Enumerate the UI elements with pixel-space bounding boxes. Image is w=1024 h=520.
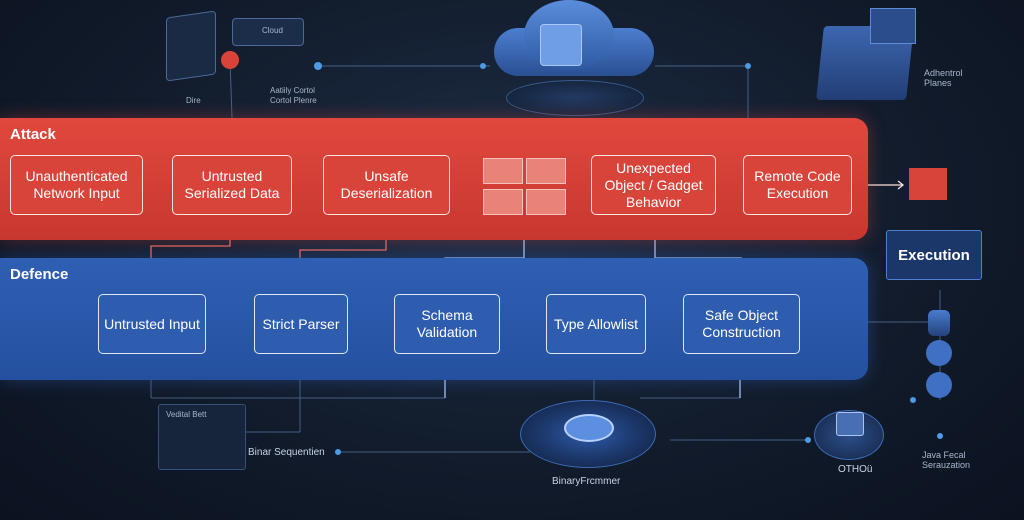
defence-node-untrusted-input: Untrusted Input <box>98 294 206 354</box>
top-left-label-c: Aatiily Cortol Cortol Plenre <box>270 86 317 105</box>
code-panel-label: Vedital Bett <box>166 410 207 419</box>
binary-sequence-label: Binar Sequentien <box>248 447 325 458</box>
defence-title: Defence <box>10 266 69 283</box>
attack-node-remote-code-execution: Remote Code Execution <box>743 155 852 215</box>
top-left-label-a: Cloud <box>262 26 283 35</box>
monitor-icon <box>870 8 916 44</box>
defence-node-strict-parser: Strict Parser <box>254 294 348 354</box>
execution-box: Execution <box>886 230 982 280</box>
attack-grid-tile <box>483 158 523 184</box>
top-left-label-b: Dire <box>186 96 201 105</box>
cloud-base <box>506 80 644 116</box>
attack-grid-tile <box>483 189 523 215</box>
bottom-right-label-a: OTHOü <box>838 464 873 475</box>
attack-grid-tile <box>526 189 566 215</box>
defence-node-safe-object-construction: Safe Object Construction <box>683 294 800 354</box>
attack-node-network-input: Unauthenticated Network Input <box>10 155 143 215</box>
attack-node-serialized-data: Untrusted Serialized Data <box>172 155 292 215</box>
node-disc <box>926 372 952 398</box>
attack-node-unsafe-deserialization: Unsafe Deserialization <box>323 155 450 215</box>
database-icon <box>928 310 950 336</box>
binary-framer-center <box>564 414 614 442</box>
bottom-right-label-b: Java Fecal Serauzation <box>922 450 971 470</box>
attack-grid-tile <box>526 158 566 184</box>
defence-node-type-allowlist: Type Allowlist <box>546 294 646 354</box>
binary-framer-label: BinaryFrcmmer <box>552 476 621 487</box>
cloud-icon <box>494 0 654 78</box>
gadget-chip-icon <box>836 412 864 436</box>
execution-target-square <box>909 168 947 200</box>
node-disc <box>926 340 952 366</box>
attack-title: Attack <box>10 126 56 143</box>
card-illustration <box>232 18 304 46</box>
top-right-label: Adhentrol Planes <box>924 68 963 88</box>
attack-node-gadget-behavior: Unexpected Object / Gadget Behavior <box>591 155 716 215</box>
defence-node-schema-validation: Schema Validation <box>394 294 500 354</box>
tablet-illustration <box>166 10 216 82</box>
code-panel <box>158 404 246 470</box>
